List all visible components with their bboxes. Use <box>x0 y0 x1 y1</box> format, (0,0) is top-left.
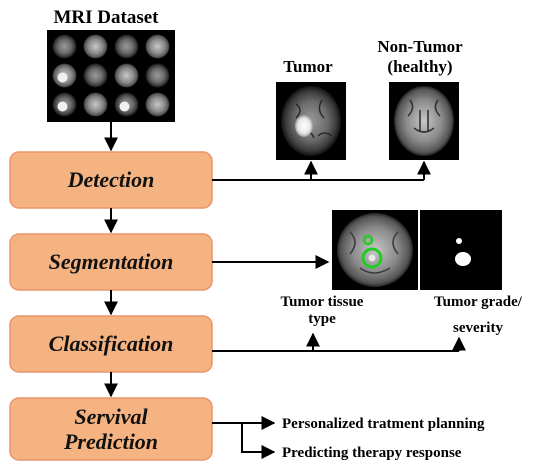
segmentation-mask-image <box>420 210 502 290</box>
non-tumor-label-line2: (healthy) <box>387 57 452 76</box>
mri-thumbnail <box>114 63 139 88</box>
grade-label-line2: severity <box>453 320 503 336</box>
tissue-type-label-line2: type <box>308 311 336 327</box>
mri-thumbnail <box>83 34 108 59</box>
tumor-label: Tumor <box>283 57 333 76</box>
survival-label-line1: Servival <box>74 404 148 429</box>
tissue-type-label-line1: Tumor tissue <box>281 294 364 310</box>
survival-box: Servival Prediction <box>9 397 213 461</box>
non-tumor-label-line1: Non-Tumor <box>377 37 463 56</box>
segmentation-label: Segmentation <box>49 249 174 274</box>
detection-label: Detection <box>67 167 155 192</box>
mri-thumbnail <box>83 63 108 88</box>
mri-thumbnail <box>145 92 170 117</box>
mri-thumbnail <box>52 34 77 59</box>
segmentation-mri-image <box>332 210 418 290</box>
mri-thumbnail-lesion <box>119 101 130 112</box>
grade-label-line1: Tumor grade/ <box>434 294 523 310</box>
dataset-title: MRI Dataset <box>53 7 159 28</box>
classification-box: Classification <box>9 315 213 373</box>
mri-thumbnail <box>114 34 139 59</box>
mri-thumbnail-lesion <box>57 72 68 83</box>
tumor-mri-image <box>276 82 346 160</box>
non-tumor-mri-image <box>389 82 459 160</box>
mri-thumbnail <box>145 63 170 88</box>
therapy-label: Predicting therapy response <box>282 445 462 461</box>
survival-label-line2: Prediction <box>63 429 158 454</box>
mri-dataset-grid <box>47 30 175 122</box>
mri-thumbnail-lesion <box>57 101 68 112</box>
planning-label: Personalized tratment planning <box>282 416 485 432</box>
mri-thumbnail <box>83 92 108 117</box>
segmentation-box: Segmentation <box>9 233 213 291</box>
mri-thumbnail <box>145 34 170 59</box>
detection-box: Detection <box>9 151 213 209</box>
classification-label: Classification <box>49 331 174 356</box>
arrow-to-therapy <box>241 423 276 459</box>
